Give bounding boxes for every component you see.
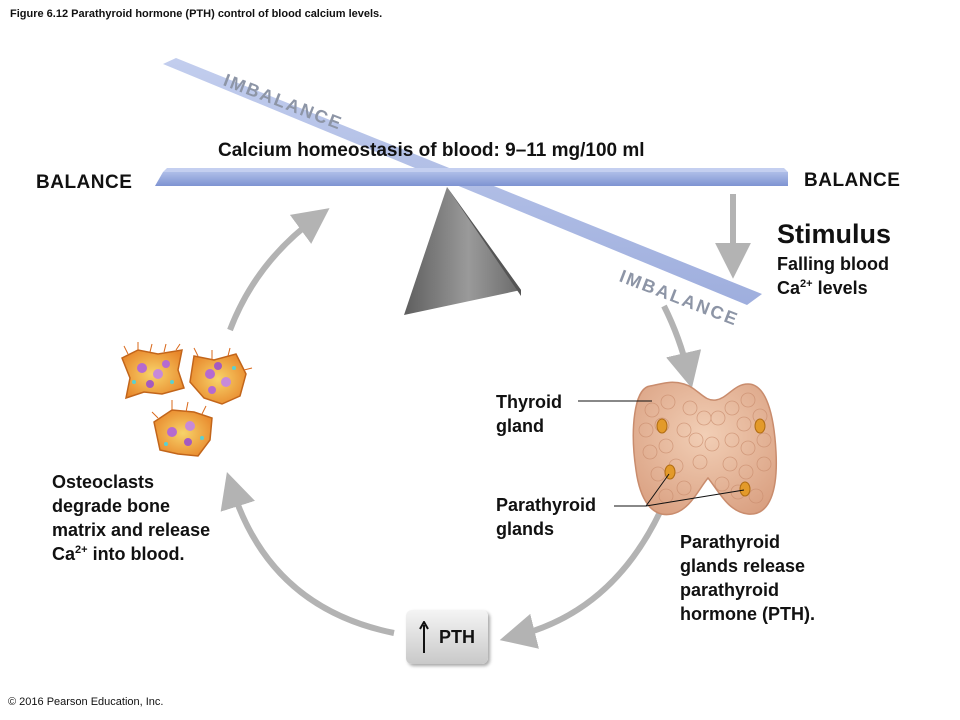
stimulus-line-2: Ca2+ levels — [777, 278, 868, 298]
arrow-to-osteoclasts — [220, 471, 395, 636]
parathyroid-label-line-1: Parathyroid — [496, 495, 597, 515]
stimulus-line-1: Falling blood — [777, 254, 889, 274]
parathyroid-label-line-2: glands — [496, 519, 555, 539]
stimulus-description: Falling blood Ca2+ levels — [777, 252, 889, 300]
fulcrum-icon — [404, 187, 521, 315]
thyroid-label-line-1: Thyroid — [496, 392, 562, 412]
stimulus-heading: Stimulus — [777, 219, 892, 249]
balance-beam — [155, 168, 788, 186]
arrow-to-thyroid — [661, 304, 702, 389]
osteo-line-2: degrade bone — [52, 496, 171, 516]
thyroid-label-line-2: gland — [496, 416, 544, 436]
arrow-to-balance — [227, 208, 330, 332]
arrow-to-pth — [499, 510, 663, 649]
osteoclasts-description: Osteoclasts degrade bone matrix and rele… — [52, 470, 210, 566]
osteo-line-4: Ca2+ into blood. — [52, 544, 185, 564]
parathyroid-leader-line-b — [645, 489, 745, 507]
homeostasis-label: Calcium homeostasis of blood: 9–11 mg/10… — [218, 140, 645, 161]
release-line-3: parathyroid — [680, 580, 780, 600]
pth-label: PTH — [439, 626, 475, 647]
release-line-2: glands release — [680, 556, 806, 576]
parathyroid-leader-line-a — [645, 473, 670, 507]
osteoclast-cells-icon — [121, 342, 253, 457]
thyroid-gland-label: Thyroid gland — [496, 390, 562, 438]
thyroid-gland-icon — [632, 381, 778, 516]
balance-label-left: BALANCE — [36, 172, 133, 193]
up-arrow-icon — [419, 621, 429, 653]
balance-label-right: BALANCE — [804, 170, 901, 191]
osteo-line-1: Osteoclasts — [52, 472, 155, 492]
release-line-1: Parathyroid — [680, 532, 781, 552]
copyright-notice: © 2016 Pearson Education, Inc. — [8, 696, 164, 708]
parathyroid-glands-label: Parathyroid glands — [496, 493, 596, 541]
osteo-line-3: matrix and release — [52, 520, 211, 540]
pth-box: PTH — [406, 610, 488, 664]
pth-release-description: Parathyroid glands release parathyroid h… — [680, 530, 815, 626]
release-line-4: hormone (PTH). — [680, 604, 815, 624]
figure-title: Figure 6.12 Parathyroid hormone (PTH) co… — [10, 8, 383, 20]
